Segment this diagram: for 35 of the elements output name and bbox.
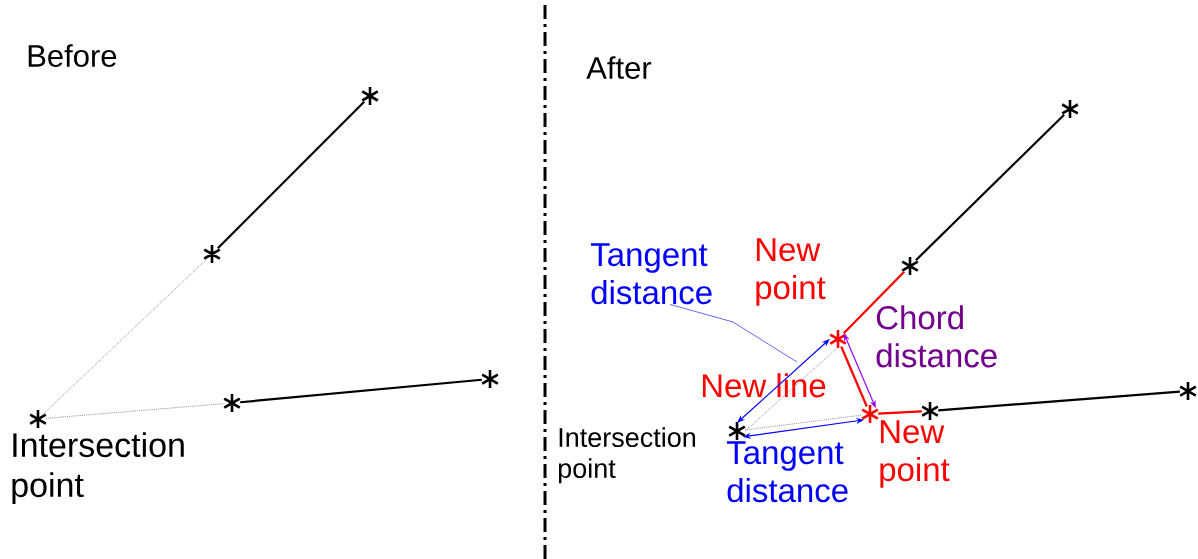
text-label: Tangent distance xyxy=(590,243,712,305)
asterisk-point xyxy=(202,243,222,265)
asterisk-point xyxy=(1178,380,1198,402)
asterisk-point xyxy=(360,85,380,107)
point-caption: New point xyxy=(756,238,826,306)
asterisk-point xyxy=(920,400,940,422)
text-label: After xyxy=(586,56,652,79)
point-caption: Intersection point xyxy=(558,427,696,484)
asterisk-point xyxy=(1060,98,1080,120)
line-segment xyxy=(938,390,1180,412)
text-label: Before xyxy=(28,44,117,67)
asterisk-point xyxy=(900,255,920,277)
point-caption: Intersection point xyxy=(12,432,184,504)
edge-label: Chord distance xyxy=(876,305,997,368)
line-segment xyxy=(744,346,839,432)
leader-line xyxy=(669,304,798,363)
line-segment xyxy=(217,101,365,249)
line-segment xyxy=(878,410,922,415)
point-caption: New point xyxy=(880,420,950,488)
line-segment xyxy=(240,378,482,404)
asterisk-point xyxy=(727,420,747,442)
line-segment xyxy=(915,113,1065,262)
text-label: New line xyxy=(702,373,826,398)
double-arrow xyxy=(737,339,830,423)
asterisk-point xyxy=(28,408,48,430)
asterisk-point xyxy=(480,368,500,390)
edge-label: Tangent distance xyxy=(726,441,848,503)
line-segment xyxy=(45,403,225,419)
line-segment xyxy=(43,259,207,414)
asterisk-point xyxy=(828,328,848,350)
asterisk-point xyxy=(860,403,880,425)
line-segment xyxy=(843,271,906,334)
asterisk-point xyxy=(222,392,242,414)
line-segment xyxy=(840,346,868,407)
line-segment xyxy=(744,414,863,431)
